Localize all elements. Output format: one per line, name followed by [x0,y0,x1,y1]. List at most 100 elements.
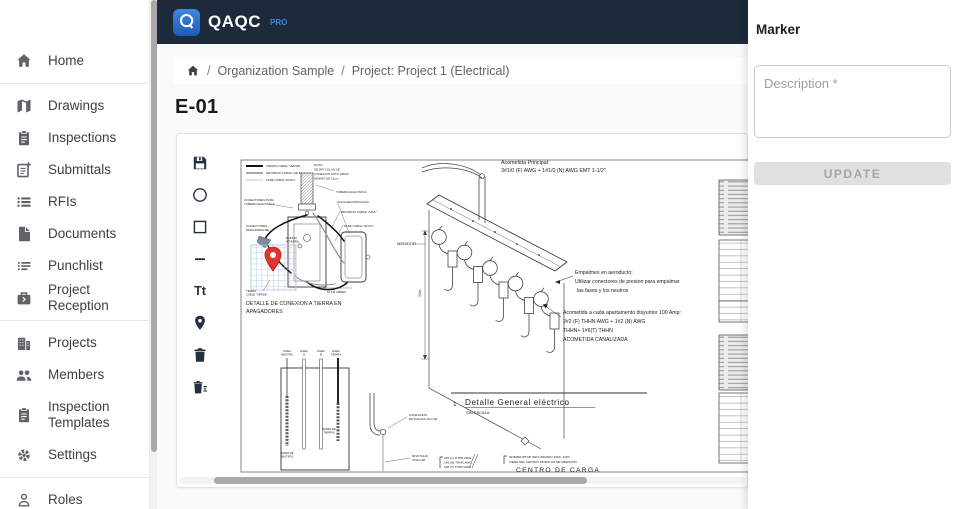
sheet-title-block: 1 Detalle General eléctrico SIN ESCALA [451,392,647,415]
svg-text:1#6 (T) THHN AWG: 1#6 (T) THHN AWG [444,465,472,469]
sidebar-item-inspections[interactable]: Inspections [0,122,149,154]
brand-suffix: PRO [270,17,288,27]
svg-text:APAGADORES: APAGADORES [246,309,283,315]
floppy-disk-icon[interactable] [191,154,209,172]
svg-text:5#10 THHN: 5#10 THHN [412,454,428,458]
dimension-label: 3.0m [418,290,422,297]
svg-text:CENTRO DE CARGA: CENTRO DE CARGA [516,467,600,474]
update-button[interactable]: UPDATE [754,162,951,185]
sidebar-item-documents[interactable]: Documents [0,218,149,250]
medidor-label: MEDIDOR [397,241,416,246]
svg-text:PUESTA: PUESTA [286,236,297,240]
acometida-title: Acometida Principal: 3#1/0 (F) AWG + 1#1… [501,160,606,174]
sidebar-item-drawings[interactable]: Drawings [0,90,149,122]
drawing-horizontal-scrollbar[interactable] [179,477,745,484]
drawing-scrollbar-thumb[interactable] [214,477,587,484]
sidebar-item-label: Members [48,366,105,382]
sidebar-item-projects[interactable]: Projects [0,327,149,359]
schedule-tables [718,179,749,464]
trash-list-icon[interactable] [191,378,209,396]
person-icon [18,493,30,507]
leader-lines [262,184,350,292]
sidebar-item-label: Inspections [48,129,117,145]
circle-icon[interactable] [191,186,209,204]
sidebar-item-submittals[interactable]: Submittals [0,154,149,186]
detail-callouts: CONECTORES PARA TUBERIA ELECTRICA CONECT… [244,190,377,297]
drawing-card: Tt T [176,133,749,488]
sidebar-item-label: Home [48,52,85,68]
svg-text:LINEA: LINEA [283,349,291,353]
sidebar-item-home[interactable]: Home [0,45,149,77]
trash-icon[interactable] [191,346,209,364]
sidebar-item-label: Projects [48,334,97,350]
svg-text:TIERRA CABLE "VERDE": TIERRA CABLE "VERDE" [266,164,301,168]
square-icon[interactable] [191,218,209,236]
breadcrumb-organization[interactable]: Organization Sample [217,63,335,78]
svg-text:LINEA: LINEA [317,349,325,353]
svg-text:BARRA DE: BARRA DE [322,427,335,431]
switch-ground-detail [250,172,371,291]
svg-text:B: B [320,353,322,357]
sidebar-item-label: Inspection Templates [48,398,110,430]
svg-text:A TIERRA: A TIERRA [286,240,299,244]
breadcrumb-separator: / [207,63,211,78]
sidebar-item-label: Documents [48,225,117,241]
conduleta-detail [369,393,411,471]
home-icon [17,54,31,67]
sidebar-item-roles[interactable]: Roles [0,484,149,509]
svg-text:DETALLE DE CONEXION A TIERRA E: DETALLE DE CONEXION A TIERRA EN [246,301,342,307]
marker-panel-title: Marker [756,22,801,37]
svg-text:CABLE "VERDE": CABLE "VERDE" [246,293,268,297]
clipboard-icon [19,130,29,146]
svg-text:FASE CABLE "ROJO": FASE CABLE "ROJO" [344,224,374,228]
breadcrumb-project[interactable]: Project: Project 1 (Electrical) [351,63,510,78]
breadcrumb-separator: / [341,63,345,78]
svg-text:2#2 (F) THHN AWG + 1#2 (N) AWG: 2#2 (F) THHN AWG + 1#2 (N) AWG [563,319,645,325]
sidebar-item-punchlist[interactable]: Punchlist [0,250,149,282]
sidebar-item-settings[interactable]: Settings [0,439,149,471]
map-icon [17,99,31,113]
line-icon[interactable] [191,250,209,268]
svg-text:INTERRUPTOR SECUNDARIO 100A, 2: INTERRUPTOR SECUNDARIO 100A, 240V [509,455,571,459]
sidebar-item-label: Project Reception [48,281,109,313]
document-add-icon [17,162,31,178]
sidebar-scrollbar[interactable] [150,0,157,509]
nota-block: NOTA: DEJAR COLAS DE CONEXION CON LARGO … [314,163,350,181]
svg-text:MINIMO DE 15cm.: MINIMO DE 15cm. [314,177,339,181]
svg-text:3#1/0 (F) AWG + 1#1/0 (N) AWG: 3#1/0 (F) AWG + 1#1/0 (N) AWG EMT 1-1/2" [501,168,606,174]
location-pin-icon[interactable] [191,314,209,332]
svg-text:Utilizar conectores de presion: Utilizar conectores de presion para empa… [575,279,680,285]
marker-pin[interactable] [264,246,282,272]
sidebar-scrollbar-thumb[interactable] [150,0,157,452]
svg-text:TIERRAS: TIERRAS [323,431,335,435]
svg-text:THHN+ 1#6(T) THHN: THHN+ 1#6(T) THHN [563,328,613,334]
svg-text:CONDULETA: CONDULETA [409,413,427,417]
sidebar-item-rfis[interactable]: RFIs [0,186,149,218]
checklist-icon [18,262,31,271]
sidebar-item-inspection-templates[interactable]: Inspection Templates [0,391,149,439]
svg-text:SIN ESCALA: SIN ESCALA [466,410,490,415]
sidebar-item-label: Settings [48,446,97,462]
svg-text:Acometida a cada apartamento d: Acometida a cada apartamento disyuntor 1… [563,310,681,316]
svg-text:VIENE DEL CENTRO MODULAR DE ME: VIENE DEL CENTRO MODULAR DE MEDICIÓN [509,459,577,464]
legend: TIERRA CABLE "VERDE" RETORNO CABLE "AZUL… [246,164,302,182]
svg-text:FASE CABLE "ROJO": FASE CABLE "ROJO" [266,178,296,182]
drawing-canvas[interactable]: TIERRA CABLE "VERDE" RETORNO CABLE "AZUL… [223,141,749,479]
file-icon [19,226,30,242]
sidebar-item-label: Drawings [48,97,105,113]
home-icon[interactable] [186,64,200,78]
building-icon [18,337,30,350]
svg-text:RETORNO CABLE "AZUL": RETORNO CABLE "AZUL" [341,210,377,214]
svg-text:C50mmØ: C50mmØ [412,458,426,462]
svg-text:1#2 (N) THHN AWG: 1#2 (N) THHN AWG [444,461,472,465]
marker-description-input[interactable] [754,65,951,138]
text-icon[interactable]: Tt [194,284,206,298]
sidebar-item-members[interactable]: Members [0,359,149,391]
svg-text:ACOMETIDA CANALIZADA: ACOMETIDA CANALIZADA [563,337,628,343]
svg-text:BARRA DE: BARRA DE [280,451,293,455]
list-icon [17,197,31,207]
sidebar-item-project-reception[interactable]: Project Reception [0,282,149,314]
svg-text:Empalmes en aeroducto:: Empalmes en aeroducto: [575,270,633,276]
